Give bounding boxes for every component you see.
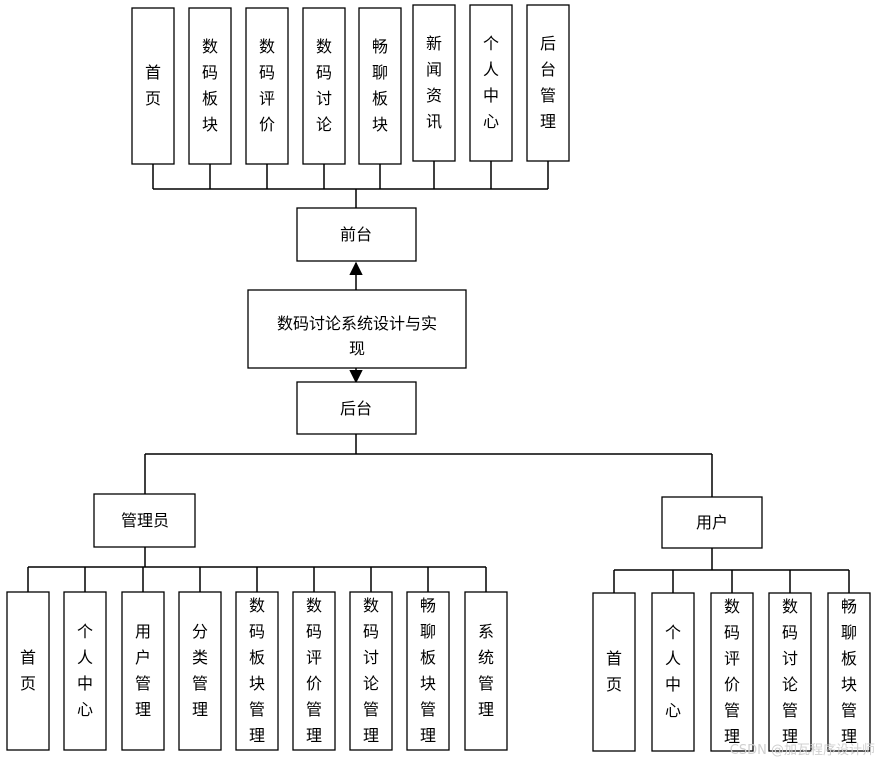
frontend-module-box-7 — [469, 4, 513, 162]
admin-module-box-2 — [63, 591, 107, 751]
user-module-box-2 — [651, 592, 695, 752]
frontend-module-box-8 — [526, 4, 570, 162]
admin-module-label: 畅聊板块管理 — [420, 596, 436, 745]
admin-module-box-7 — [349, 591, 393, 751]
frontend-module-label: 畅聊板块 — [372, 37, 388, 134]
frontend-module-box-5 — [358, 7, 402, 165]
user-module-label: 首页 — [606, 649, 622, 694]
user-module-label: 数码讨论管理 — [782, 597, 798, 746]
frontend-module-label: 数码板块 — [202, 37, 218, 134]
frontend-module-label: 首页 — [145, 63, 161, 108]
admin-module-label: 数码评价管理 — [306, 596, 322, 745]
admin-module-label: 用户管理 — [135, 622, 151, 719]
user-modules: 首页 个人中心 数码评价管理 数码讨论管理 畅聊板块管理 — [592, 592, 871, 752]
user-module-box-3 — [710, 592, 754, 752]
admin-module-box-1 — [6, 591, 50, 751]
frontend-module-box-2 — [188, 7, 232, 165]
admin-module-label: 个人中心 — [77, 622, 93, 719]
backend-node — [296, 381, 417, 435]
admin-module-box-6 — [292, 591, 336, 751]
user-module-box-4 — [768, 592, 812, 752]
admin-module-label: 数码讨论管理 — [363, 596, 379, 745]
user-module-label: 畅聊板块管理 — [841, 597, 857, 746]
admin-module-label: 系统管理 — [478, 622, 494, 719]
root-node — [247, 289, 467, 369]
admin-module-label: 数码板块管理 — [249, 596, 265, 745]
frontend-module-label: 个人中心 — [483, 34, 499, 131]
frontend-module-box-4 — [302, 7, 346, 165]
admin-module-box-9 — [464, 591, 508, 751]
frontend-module-box-6 — [412, 4, 456, 162]
frontend-module-label: 数码讨论 — [316, 37, 332, 134]
admin-module-label: 首页 — [20, 648, 36, 693]
admin-node-label: 管理员 — [121, 511, 169, 530]
frontend-node — [296, 207, 417, 262]
user-module-label: 个人中心 — [665, 623, 681, 720]
admin-module-box-3 — [121, 591, 165, 751]
user-node — [661, 496, 763, 549]
connectors — [27, 161, 850, 593]
admin-module-box-5 — [235, 591, 279, 751]
admin-node — [93, 493, 196, 548]
frontend-module-label: 数码评价 — [259, 37, 275, 134]
admin-module-box-4 — [178, 591, 222, 751]
frontend-module-label: 后台管理 — [540, 34, 556, 131]
user-node-label: 用户 — [696, 513, 728, 532]
frontend-node-label: 前台 — [340, 225, 372, 244]
frontend-modules: 首页 数码板块 数码评价 数码讨论 畅聊板块 新闻资讯 个人中心 后台管理 — [131, 4, 570, 165]
watermark: CSDN @加瓦程序设计师 — [729, 743, 875, 758]
root-node-label: 数码讨论系统设计与实现 — [277, 314, 437, 358]
admin-modules: 首页 个人中心 用户管理 分类管理 数码板块管理 数码评价管理 数码讨论管理 畅… — [6, 591, 508, 751]
user-module-box-1 — [592, 592, 636, 752]
frontend-module-box-1 — [131, 7, 175, 165]
backend-node-label: 后台 — [340, 399, 372, 418]
user-module-box-5 — [827, 592, 871, 752]
admin-module-label: 分类管理 — [192, 622, 208, 719]
admin-module-box-8 — [406, 591, 450, 751]
user-module-label: 数码评价管理 — [724, 597, 740, 746]
frontend-module-box-3 — [245, 7, 289, 165]
frontend-module-label: 新闻资讯 — [426, 34, 442, 131]
